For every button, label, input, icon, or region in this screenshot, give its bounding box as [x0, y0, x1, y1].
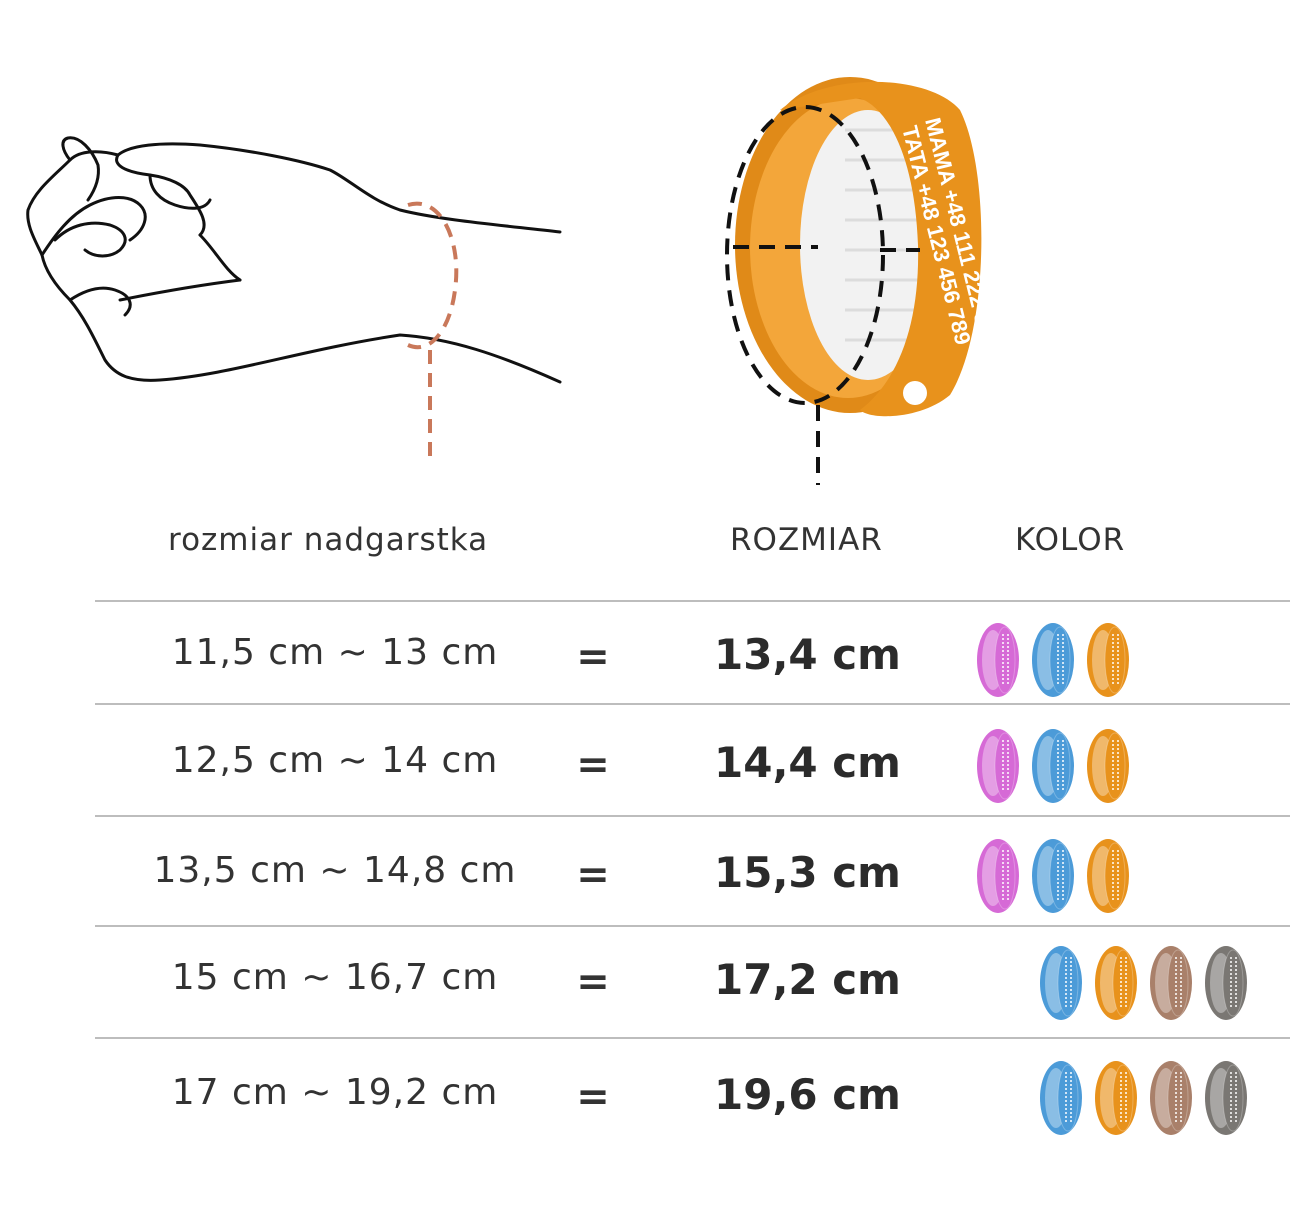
wrist-range: 13,5 cm ~ 14,8 cm [153, 850, 517, 891]
color-swatches [975, 620, 1140, 700]
table-row: 15 cm ~ 16,7 cm = 17,2 cm [0, 935, 1314, 1035]
bracelet-swatch-orange [1087, 623, 1129, 697]
bracelet-swatch-gray [1205, 1061, 1247, 1135]
bracelet-swatch-pink [977, 729, 1019, 803]
table-row: 11,5 cm ~ 13 cm = 13,4 cm [0, 612, 1314, 712]
color-swatches [975, 836, 1140, 916]
wrist-range: 15 cm ~ 16,7 cm [171, 957, 499, 998]
bracelet-illustration: MAMA +48 111 222 333 TATA +48 123 456 78… [735, 77, 1002, 417]
color-swatches [1038, 943, 1258, 1023]
band-size: 14,4 cm [714, 738, 901, 787]
band-size: 13,4 cm [714, 630, 901, 679]
bracelet-swatch-pink [977, 839, 1019, 913]
bracelet-swatch-blue [1032, 839, 1074, 913]
bracelet-swatch-brown [1150, 946, 1192, 1020]
bracelet-swatch-brown [1150, 1061, 1192, 1135]
row-divider [95, 600, 1290, 602]
row-divider [95, 1037, 1290, 1039]
equals-sign: = [576, 634, 610, 680]
row-divider [95, 703, 1290, 705]
bracelet-swatch-gray [1205, 946, 1247, 1020]
bracelet-swatch-blue [1040, 1061, 1082, 1135]
wrist-range: 12,5 cm ~ 14 cm [171, 740, 499, 781]
color-swatches [1038, 1058, 1258, 1138]
bracelet-swatch-pink [977, 623, 1019, 697]
row-divider [95, 815, 1290, 817]
equals-sign: = [576, 742, 610, 788]
table-row: 13,5 cm ~ 14,8 cm = 15,3 cm [0, 828, 1314, 928]
color-header: KOLOR [1015, 522, 1126, 558]
bracelet-swatch-blue [1040, 946, 1082, 1020]
color-swatches [975, 726, 1140, 806]
wrist-measure-line [407, 201, 459, 465]
bracelet-swatch-orange [1087, 839, 1129, 913]
wrist-size-header: rozmiar nadgarstka [168, 522, 489, 558]
wrist-range: 11,5 cm ~ 13 cm [171, 632, 499, 673]
equals-sign: = [576, 959, 610, 1005]
bracelet-swatch-blue [1032, 623, 1074, 697]
bracelet-swatch-orange [1095, 946, 1137, 1020]
equals-sign: = [576, 1074, 610, 1120]
wrist-range: 17 cm ~ 19,2 cm [171, 1072, 499, 1113]
table-row: 12,5 cm ~ 14 cm = 14,4 cm [0, 718, 1314, 818]
bracelet-measure-line [725, 105, 920, 485]
table-row: 17 cm ~ 19,2 cm = 19,6 cm [0, 1050, 1314, 1150]
band-size: 17,2 cm [714, 955, 901, 1004]
bracelet-swatch-orange [1095, 1061, 1137, 1135]
bracelet-swatch-orange [1087, 729, 1129, 803]
band-size: 15,3 cm [714, 848, 901, 897]
band-size: 19,6 cm [714, 1070, 901, 1119]
bracelet-swatch-blue [1032, 729, 1074, 803]
equals-sign: = [576, 852, 610, 898]
band-size-header: ROZMIAR [730, 522, 883, 558]
hand-illustration [26, 136, 562, 384]
row-divider [95, 925, 1290, 927]
sizing-illustration: MAMA +48 111 222 333 TATA +48 123 456 78… [26, 77, 1002, 485]
